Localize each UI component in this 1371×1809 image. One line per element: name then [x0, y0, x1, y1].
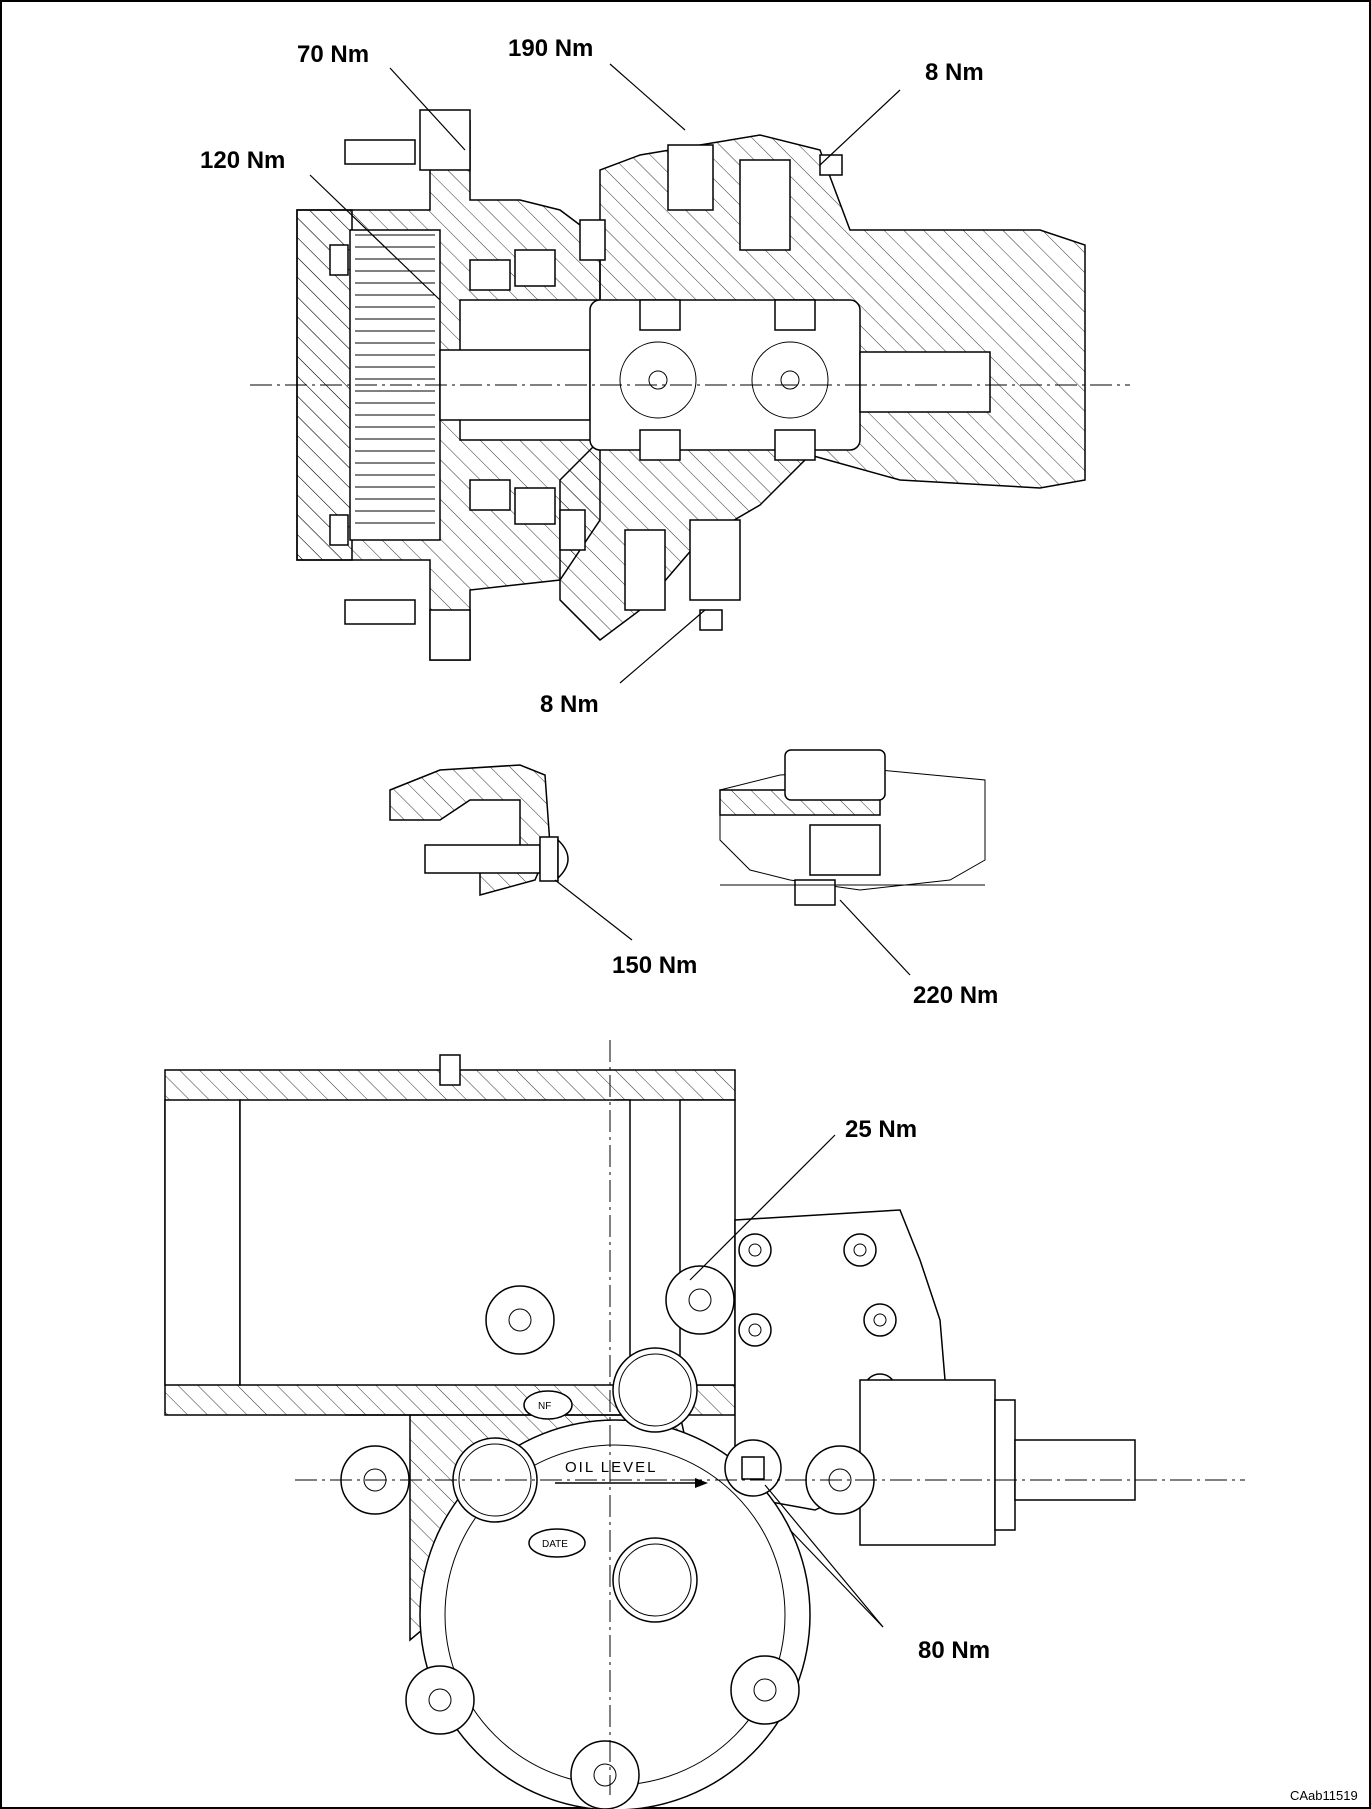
- hub-hole: [612, 1347, 698, 1433]
- bolt-head: [863, 1303, 897, 1337]
- hub-hole-inner: [458, 1443, 532, 1517]
- flange-bolt: [593, 1763, 617, 1787]
- bolt-head: [843, 1233, 877, 1267]
- flange-lobe: [730, 1655, 800, 1725]
- flange-lobe: [665, 1265, 735, 1335]
- flange-lobe: [405, 1665, 475, 1735]
- torque-label-120: 120 Nm: [200, 147, 285, 174]
- top-section-view: [250, 109, 1130, 661]
- hub-hole-inner: [618, 1353, 692, 1427]
- hub-hole: [612, 1537, 698, 1623]
- flange-bolt: [753, 1678, 777, 1702]
- bolt-center: [853, 1243, 867, 1257]
- flange-bolt: [508, 1308, 532, 1332]
- oil-level-text: OIL LEVEL: [565, 1459, 658, 1476]
- torque-label-220: 220 Nm: [913, 982, 998, 1009]
- torque-label-190: 190 Nm: [508, 35, 593, 62]
- output-shaft: [859, 351, 991, 413]
- bolt-center: [748, 1243, 762, 1257]
- king-pin-bolts: [559, 144, 843, 631]
- torque-label-8-bottom: 8 Nm: [540, 691, 599, 718]
- svg-text:NF: NF: [538, 1401, 551, 1412]
- output-stub: [859, 1379, 996, 1546]
- universal-joint: [589, 299, 861, 461]
- bolt-head: [738, 1313, 772, 1347]
- hub-hole-inner: [618, 1543, 692, 1617]
- flange-lobe: [570, 1740, 640, 1809]
- bearings: [469, 249, 556, 525]
- flange-lobe: [485, 1285, 555, 1355]
- flange-bolt: [428, 1688, 452, 1712]
- torque-label-80: 80 Nm: [918, 1637, 990, 1664]
- torque-label-8-top: 8 Nm: [925, 59, 984, 86]
- drawing-code: CAab11519: [1290, 1788, 1358, 1803]
- flange-bolt: [688, 1288, 712, 1312]
- bolt-center: [873, 1313, 887, 1327]
- bottom-exterior-view: OIL LEVEL NF DATE: [164, 1040, 1245, 1809]
- hub-bolts: [329, 109, 471, 661]
- bolt-center: [748, 1323, 762, 1337]
- hub-flange: [419, 1419, 811, 1809]
- detail-view-220: [719, 749, 986, 906]
- torque-label-150: 150 Nm: [612, 952, 697, 979]
- torque-label-70: 70 Nm: [297, 41, 369, 68]
- date-badge: DATE: [528, 1528, 586, 1558]
- torque-label-25: 25 Nm: [845, 1116, 917, 1143]
- detail-view-150: [389, 764, 569, 896]
- bolt-head: [738, 1233, 772, 1267]
- nf-badge: NF: [523, 1390, 573, 1420]
- leader-lines: [309, 63, 911, 1628]
- torque-labels: 70 Nm 190 Nm 8 Nm 120 Nm 8 Nm 150 Nm 220…: [200, 35, 998, 1664]
- svg-text:DATE: DATE: [542, 1539, 568, 1550]
